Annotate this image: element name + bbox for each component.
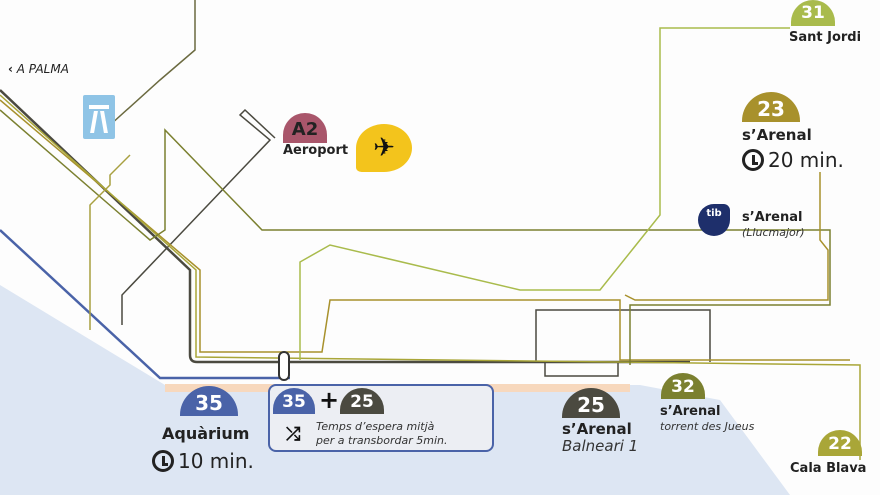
route-32 bbox=[0, 109, 831, 365]
stop-25-badge: 25 bbox=[562, 388, 620, 418]
tib-bus-icon: tib bbox=[698, 204, 730, 236]
motorway-icon bbox=[83, 95, 115, 139]
transfer-text-1: Temps d’espera mitjà bbox=[316, 420, 435, 433]
clock-icon bbox=[152, 450, 174, 472]
transfer-info-box: 35 + 25 ⤮ Temps d’espera mitjà per a tra… bbox=[268, 384, 494, 452]
stop-torrent-name[interactable]: s’Arenal bbox=[660, 404, 721, 419]
stop-23-time: 20 min. bbox=[742, 148, 844, 172]
route-22 bbox=[0, 94, 861, 460]
stop-balneari-name[interactable]: s’Arenal bbox=[562, 420, 632, 438]
route-north bbox=[109, 0, 196, 126]
stop-calablava-name[interactable]: Cala Blava bbox=[790, 461, 867, 476]
tib-stop-name[interactable]: s’Arenal bbox=[742, 210, 803, 225]
route-aux bbox=[89, 154, 131, 330]
airport-label: Aeroport bbox=[283, 143, 349, 158]
stop-23-name[interactable]: s’Arenal bbox=[742, 126, 812, 144]
stop-torrent-sub: torrent des Jueus bbox=[660, 420, 755, 433]
transfer-35-badge: 35 bbox=[273, 388, 315, 414]
stop-santjordi-name[interactable]: Sant Jordi bbox=[789, 30, 862, 45]
route-31 bbox=[299, 27, 790, 360]
shuffle-icon: ⤮ bbox=[286, 424, 301, 445]
clock-icon bbox=[742, 149, 764, 171]
plus-sign: + bbox=[319, 386, 340, 414]
airplane-departure-icon: ✈ bbox=[356, 124, 412, 172]
transfer-stop-marker bbox=[278, 351, 290, 381]
stop-22-badge: 22 bbox=[818, 430, 862, 456]
route-25-loop bbox=[535, 309, 711, 377]
transfer-text-2: per a transbordar 5min. bbox=[316, 434, 448, 447]
stop-balneari-sub: Balneari 1 bbox=[562, 437, 639, 455]
stop-aquarium-name[interactable]: Aquàrium bbox=[162, 424, 250, 443]
airport-badge: A2 bbox=[283, 113, 327, 143]
stop-aquarium-time: 10 min. bbox=[152, 449, 254, 473]
route-35 bbox=[0, 229, 290, 380]
direction-palma[interactable]: ‹ A PALMA bbox=[8, 62, 69, 76]
route-23 bbox=[0, 99, 850, 361]
route-23b bbox=[624, 172, 829, 301]
stop-32-badge: 32 bbox=[661, 373, 705, 399]
transfer-25-badge: 25 bbox=[340, 388, 384, 414]
tib-stop-sub: (Llucmajor) bbox=[742, 226, 805, 239]
route-25 bbox=[0, 89, 690, 364]
chevron-left-icon: ‹ bbox=[8, 62, 13, 76]
route-25-airport bbox=[121, 108, 276, 325]
